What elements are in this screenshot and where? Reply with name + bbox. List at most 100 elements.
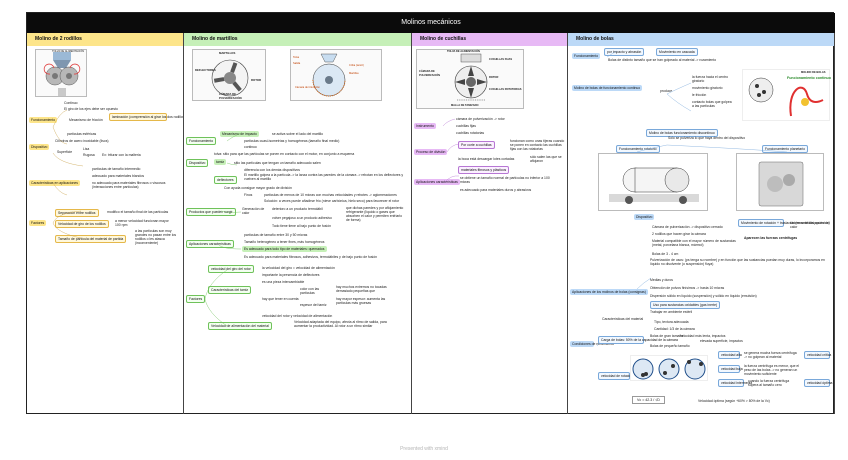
ham-screen-characteristics[interactable]: Características del tamiz — [208, 286, 252, 294]
ham-deflectors-node[interactable]: deflectores — [214, 176, 237, 184]
hammer-mill-diagram-icon — [211, 59, 249, 97]
ball-operation-node[interactable]: Funcionamiento — [572, 53, 601, 59]
ball-optimal-speed[interactable]: velocidad óptima — [804, 379, 832, 387]
ham-consider: hay que tener en cuenta — [262, 297, 299, 301]
rod-friction-mechanism: Mecanismo de fricción — [69, 118, 103, 122]
column-ball-mill: Molino de bolas Funcionamiento por impac… — [568, 33, 835, 414]
ham-screen-node[interactable]: tamiz — [214, 159, 227, 165]
ball-hit: contacto bolas que golpea a las partícul… — [692, 100, 732, 109]
ball-high-note: se genera mucha fuerza centrífuga -> no … — [744, 351, 797, 360]
ball-heat-sinks: sistemas de disipación del calor — [790, 221, 830, 230]
ball-planetary-node[interactable]: Funcionamiento planetario — [762, 145, 808, 153]
ham-sticky: volver pegajoso a un producto adhesivo — [272, 216, 332, 220]
ham-interchangeable: es una pieza intercambiable — [262, 280, 305, 284]
two-roller-diagram-icon — [43, 52, 81, 96]
ball-continuous-node[interactable]: Molino de bolas de funcionamiento contin… — [572, 85, 643, 91]
knife-hard-note: es adecuado para materiales duros y abra… — [460, 188, 532, 192]
ball-material-features: Características del material — [602, 317, 644, 321]
ball-oxidable-node[interactable]: Uso para sustancias oxidables (gas inert… — [650, 301, 721, 309]
ball-rotation-speed-node[interactable]: velocidad de rotación — [598, 372, 633, 380]
ham-heat: Generación de calor — [242, 207, 265, 216]
ball-cascade-node[interactable]: Movimiento en cascada — [656, 48, 698, 56]
ball-critical-speed[interactable]: velocidad crítica — [804, 351, 831, 359]
ham-thickness: espesor del tamiz — [300, 303, 327, 307]
rod-applications-node[interactable]: Características en aplicaciones — [29, 180, 80, 186]
ham-rotor-speed-node[interactable]: velocidad del giro del rotor — [208, 265, 254, 273]
ball-centrifugal-forces: Aparecen las fuerzas centrífugas — [744, 236, 798, 240]
hammers-label: Martillos — [349, 72, 359, 75]
rod-factors-node[interactable]: Factores — [29, 220, 47, 226]
rod-speed-node[interactable]: Velocidad de giro de los rodillos — [55, 220, 109, 228]
rod-device-node[interactable]: Dispositivo — [29, 144, 50, 150]
chamber-label-knife: CÁMARA DE PULVERIZACIÓN — [419, 70, 440, 78]
ham-color-particles: color con las partículas — [300, 287, 320, 296]
knife-outlet-note: la boca está descargar lotes cortadas — [458, 157, 515, 161]
rod-initial-size-node[interactable]: Tamaño de partícula del material de part… — [55, 235, 127, 243]
ball-medium-speed: elevada superficie, impactos — [700, 339, 743, 343]
ham-continuous: continuo — [244, 145, 257, 149]
ham-products-node[interactable]: Productos que pueden surgir — [186, 208, 236, 216]
board-title: Molinos mecánicos — [27, 13, 835, 33]
ham-feed-speed-node[interactable]: Velocidad de alimentación del material — [208, 322, 272, 330]
knife-applications-node[interactable]: Aplicaciones características — [414, 179, 460, 185]
ball-material: Material compatible con el mayor número … — [652, 239, 736, 248]
rotating-knives-label: CUCHILLAS ROTATORIAS — [489, 88, 522, 91]
knife-materials-node[interactable]: materiales fibrosos y plásticos — [458, 166, 510, 174]
ball-texture: Tipo, textura adecuada — [654, 320, 689, 324]
ham-thickness-note: hay mayor espesor: aumenta las partícula… — [336, 297, 386, 306]
ball-impact-node[interactable]: por impacto y abrasión — [604, 48, 645, 56]
ball-movement-node[interactable]: Movimiento de rotación + traslación (en … — [738, 219, 830, 227]
ham-factors-node[interactable]: Factores — [186, 295, 206, 303]
ball-high-speed[interactable]: velocidad alta — [718, 351, 742, 359]
knife-cutting-node[interactable]: Por corte a cuchillas — [458, 141, 495, 149]
knife-size-note: se obtiene un tamaño normal de partícula… — [460, 176, 550, 185]
planetary-mill-icon — [758, 161, 804, 207]
ham-rotor-feed: velocidad del rotor y velocidad de alime… — [262, 314, 333, 318]
screen-label-knife: MALLA DE TAMIZADO — [451, 104, 479, 107]
knife-mill-diagram-icon — [454, 53, 488, 101]
rod-initial-size-note: a las partículas son muy grandes no pasa… — [135, 229, 177, 246]
column-header-ball-mill: Molino de bolas — [568, 33, 834, 46]
hopper-label: Tolva — [293, 56, 300, 59]
ball-intermediate-speed[interactable]: velocidad intermedia — [718, 379, 752, 387]
rod-operation-node[interactable]: Funcionamiento — [29, 117, 58, 123]
ball-big-balls: Bolas de gran tamaño — [650, 334, 684, 338]
ball-load-node[interactable]: Carga de bolas: 50% de la capacidad de l… — [598, 336, 678, 344]
speed-regimes-icon — [632, 358, 706, 380]
ball-size: Bolas de 3 - 4 cm — [652, 252, 679, 256]
ham-impact-note: se activa sobre el lado del martillo — [272, 132, 324, 136]
ball-rotary-node[interactable]: Funcionamiento rotatorio — [616, 145, 660, 153]
ball-mill-rotary-figure — [598, 153, 708, 211]
ham-operation-node[interactable]: Funcionamiento — [186, 137, 217, 145]
hammer-label: MARTILLOS — [219, 51, 236, 55]
ham-fibrous-node[interactable]: Es adecuado para todo tipo de materiales… — [242, 246, 327, 252]
ham-small-extremes: hay muchos extremos no tocadas demasiado… — [336, 285, 387, 294]
knife-chamber: cámara de pulverización -> rotor — [456, 117, 505, 121]
screen-label: Criba (tamiz) — [349, 64, 364, 67]
rod-gap-node[interactable]: Separación entre rodillos — [55, 209, 99, 217]
knife-process-node[interactable]: Proceso de división — [414, 149, 448, 155]
ham-device-node[interactable]: Dispositivo — [186, 159, 209, 167]
ham-deflectors-note: El martillo golpea a la partícula -> la … — [244, 173, 404, 182]
hopper-label-knife: TOLVA DE ALIMENTACIÓN — [447, 50, 480, 53]
knife-instrument-node[interactable]: Instrumento — [414, 123, 436, 129]
ball-force: la fuerza hacia el centro giratorio — [692, 75, 728, 84]
ball-rotation: movimiento giratorio — [692, 86, 723, 90]
rod-smooth: Lisa — [83, 147, 90, 151]
ball-applications-node[interactable]: Aplicaciones de los molinos de bolas (co… — [570, 289, 648, 295]
ball-slow-speed: velocidad más lenta, impactos — [680, 334, 726, 338]
ball-intermediate-note: cuando la fuerza centrífuga supera al ta… — [748, 379, 790, 388]
rod-lamination-node[interactable]: laminación (comprensión al girar los dos… — [109, 113, 183, 121]
ball-discontinuous-node[interactable]: Molino de bolas funcionamiento discontin… — [646, 129, 718, 137]
rod-note-continuous: Continuo — [64, 101, 78, 105]
ball-device-node[interactable]: Dispositivo — [634, 214, 655, 220]
ball-conditions-node[interactable]: Condiciones de rendimiento — [570, 341, 615, 347]
two-roller-mill-figure: TOLVA DE ALIMENTACIÓN — [35, 49, 87, 97]
ham-impact-node[interactable]: Mecanismo de impacto — [220, 131, 259, 137]
ball-friction: le fricción — [692, 93, 707, 97]
column-two-roller-mill: Molino de 2 rodillos TOLVA DE ALIMENTACI… — [27, 33, 184, 414]
rod-example: Ex: triturar con la malteria — [102, 153, 141, 157]
rotor-label-knife: ROTOR — [489, 76, 499, 79]
ham-applications-node[interactable]: Aplicaciones características — [186, 240, 234, 248]
ball-low-speed[interactable]: velocidad baja — [718, 365, 743, 373]
